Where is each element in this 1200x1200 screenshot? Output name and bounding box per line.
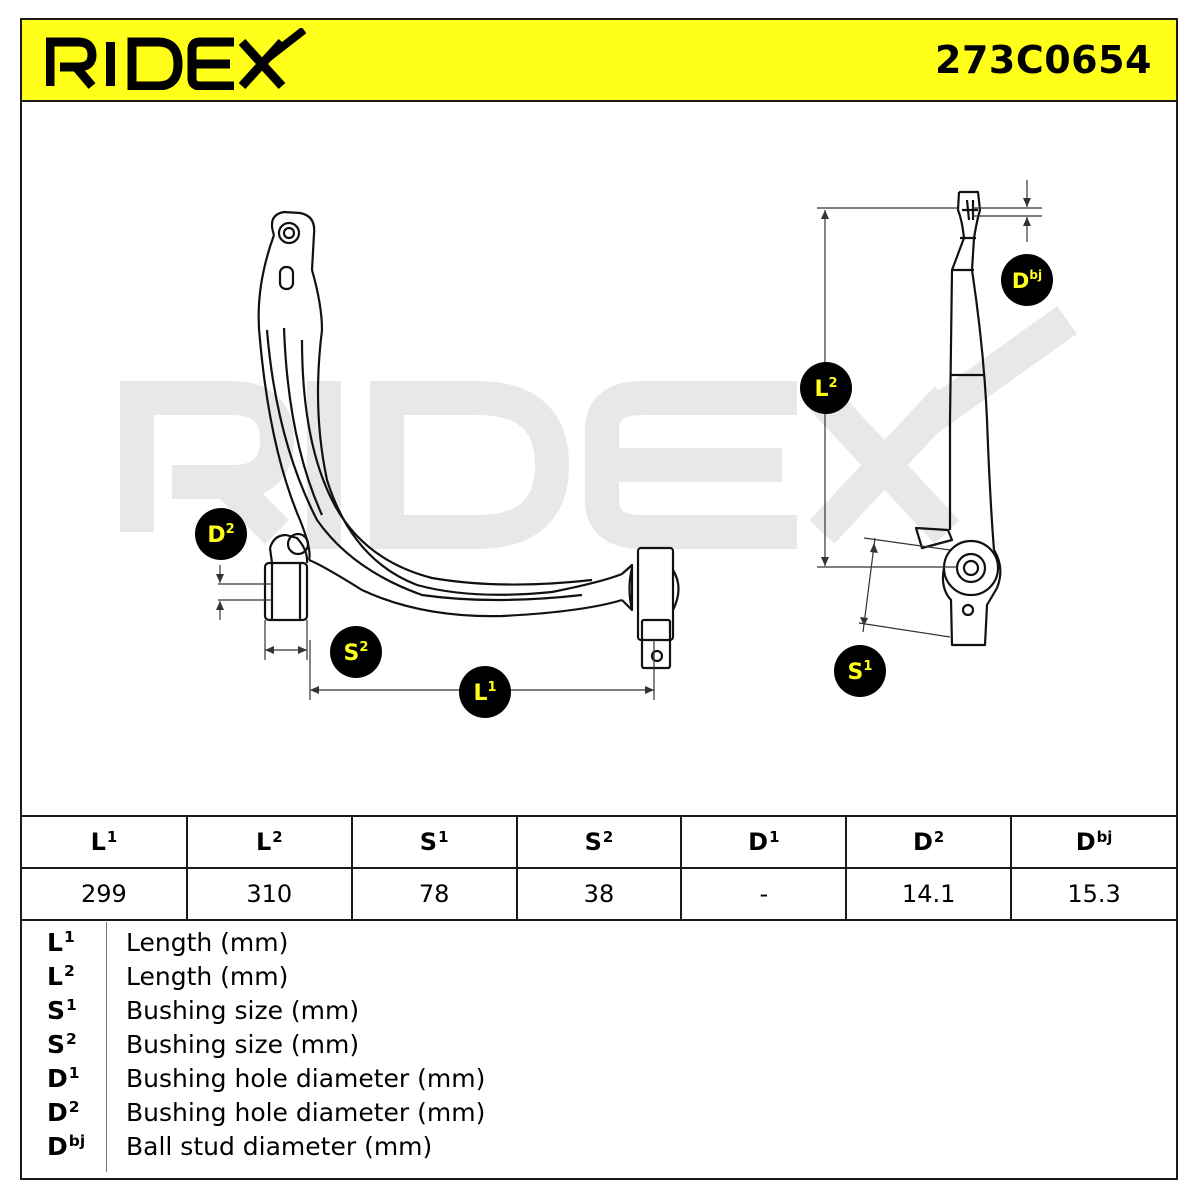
- legend-symbol: S1: [47, 996, 77, 1025]
- legend-symbol: D1: [47, 1064, 80, 1093]
- legend-item-s2: S2 Bushing size (mm): [22, 1030, 1176, 1064]
- spec-header-l2: L2: [185, 815, 353, 869]
- spec-value-d1: -: [680, 867, 848, 921]
- badge-l1: L1: [459, 666, 511, 718]
- badge-s1: S1: [834, 645, 886, 697]
- technical-drawing: D2 S2 L1 L2 S1 Dbj: [120, 180, 1077, 718]
- badge-s2: S2: [330, 626, 382, 678]
- svg-text:S1: S1: [848, 659, 873, 685]
- spec-value-s2: 38: [515, 867, 683, 921]
- legend-item-d2: D2 Bushing hole diameter (mm): [22, 1098, 1176, 1132]
- legend-item-l1: L1 Length (mm): [22, 928, 1176, 962]
- legend-symbol: S2: [47, 1030, 77, 1059]
- spec-value-l1: 299: [22, 867, 188, 921]
- svg-text:S2: S2: [344, 640, 369, 666]
- spec-header-s1: S1: [350, 815, 518, 869]
- part-number: 273C0654: [935, 38, 1152, 82]
- legend-item-l2: L2 Length (mm): [22, 962, 1176, 996]
- specification-table: L1 L2 S1 S2 D1 D2 Dbj 299 310 78 38 - 14…: [22, 815, 1176, 921]
- badge-dbj: Dbj: [1001, 254, 1053, 306]
- spec-value-dbj: 15.3: [1010, 867, 1176, 921]
- svg-text:D2: D2: [207, 522, 234, 548]
- spec-header-s2: S2: [515, 815, 683, 869]
- legend-description: Length (mm): [126, 962, 289, 991]
- svg-text:L2: L2: [814, 376, 837, 402]
- spec-value-row: 299 310 78 38 - 14.1 15.3: [22, 867, 1176, 921]
- spec-header-row: L1 L2 S1 S2 D1 D2 Dbj: [22, 815, 1176, 869]
- legend-item-s1: S1 Bushing size (mm): [22, 996, 1176, 1030]
- drawing-sheet: 273C0654: [20, 18, 1178, 1180]
- spec-header-dbj: Dbj: [1010, 815, 1176, 869]
- spec-value-l2: 310: [185, 867, 353, 921]
- control-arm-front-view: [257, 210, 680, 670]
- header-bar: 273C0654: [22, 20, 1176, 102]
- legend-symbol: D2: [47, 1098, 80, 1127]
- front-view-dimensions: [218, 565, 655, 700]
- legend-description: Bushing hole diameter (mm): [126, 1098, 486, 1127]
- legend-symbol: L2: [47, 962, 75, 991]
- legend-item-d1: D1 Bushing hole diameter (mm): [22, 1064, 1176, 1098]
- svg-text:Dbj: Dbj: [1012, 268, 1042, 293]
- spec-value-s1: 78: [350, 867, 518, 921]
- control-arm-side-view: [914, 190, 1002, 647]
- spec-header-d2: D2: [845, 815, 1013, 869]
- legend-description: Bushing hole diameter (mm): [126, 1064, 486, 1093]
- spec-value-d2: 14.1: [845, 867, 1013, 921]
- legend-description: Ball stud diameter (mm): [126, 1132, 433, 1161]
- watermark-logo: [120, 306, 1077, 549]
- ridex-logo: [46, 28, 306, 90]
- legend-description: Bushing size (mm): [126, 996, 360, 1025]
- spec-header-d1: D1: [680, 815, 848, 869]
- side-view-arrows: [821, 198, 1031, 626]
- legend-divider: [106, 922, 107, 1172]
- svg-text:L1: L1: [473, 680, 496, 706]
- badge-l2: L2: [800, 362, 852, 414]
- spec-header-l1: L1: [22, 815, 188, 869]
- legend-symbol: L1: [47, 928, 75, 957]
- legend-description: Length (mm): [126, 928, 289, 957]
- badge-d2: D2: [195, 508, 247, 560]
- legend-item-dbj: Dbj Ball stud diameter (mm): [22, 1132, 1176, 1166]
- legend-symbol: Dbj: [47, 1132, 86, 1161]
- legend-description: Bushing size (mm): [126, 1030, 360, 1059]
- front-view-arrows: [216, 574, 654, 694]
